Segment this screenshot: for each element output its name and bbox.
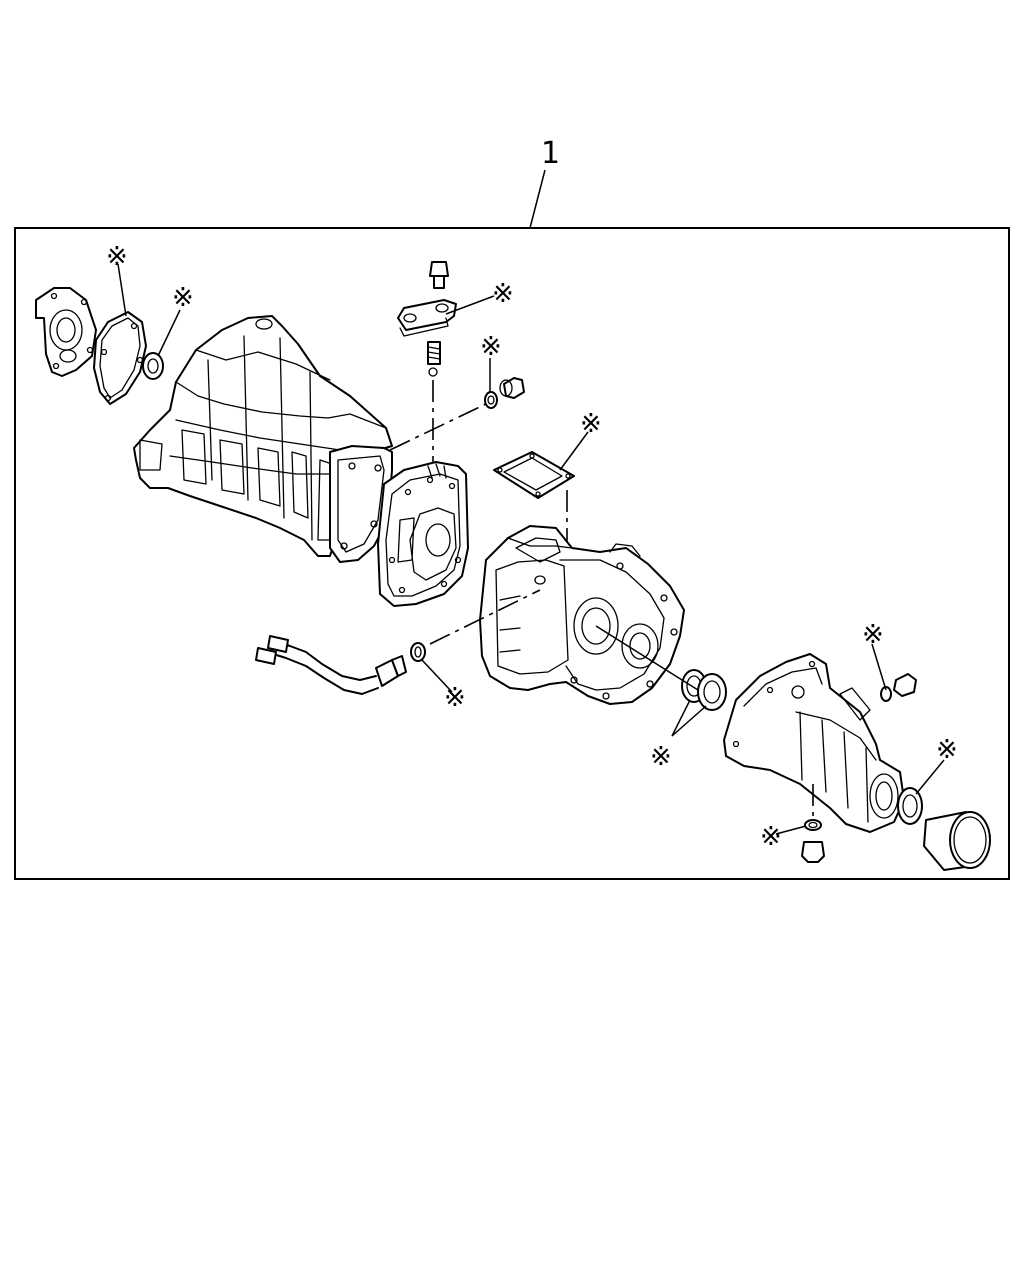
oil-seal-small [142, 352, 164, 380]
cover-gasket [93, 311, 147, 405]
kit-marker-drain-plug: ※ [760, 822, 782, 852]
kit-marker-top-gasket: ※ [580, 409, 602, 439]
switch-harness [255, 635, 407, 695]
kit-marker-vent-plug: ※ [862, 620, 884, 650]
callout-number-1: 1 [541, 136, 560, 171]
kit-marker-switch-washer: ※ [444, 683, 466, 713]
rear-oil-seal [897, 787, 923, 825]
kit-frame [14, 227, 1010, 880]
callout-leader [529, 169, 546, 229]
lock-plate [397, 299, 457, 337]
drain-plug [484, 377, 525, 409]
rear-extension-housing [723, 653, 905, 833]
top-bolt [429, 261, 449, 289]
top-cover-gasket [493, 451, 575, 499]
kit-marker-seals-pair: ※ [650, 742, 672, 772]
detent-spring [427, 341, 441, 377]
vent-plug [880, 673, 917, 702]
dust-cover-sleeve [923, 811, 991, 871]
kit-marker-gasket: ※ [106, 242, 128, 272]
transfer-case-body [479, 525, 685, 705]
switch-washer [410, 642, 426, 662]
kit-marker-seal-small: ※ [172, 283, 194, 313]
kit-marker-plug-washer: ※ [480, 332, 502, 362]
kit-marker-rear-seal: ※ [936, 735, 958, 765]
oil-seals-pair [681, 669, 727, 711]
adapter-plate [377, 461, 469, 607]
kit-marker-lock-plate: ※ [492, 279, 514, 309]
extension-cover-plate [35, 287, 97, 377]
bottom-drain-plug [801, 819, 825, 863]
